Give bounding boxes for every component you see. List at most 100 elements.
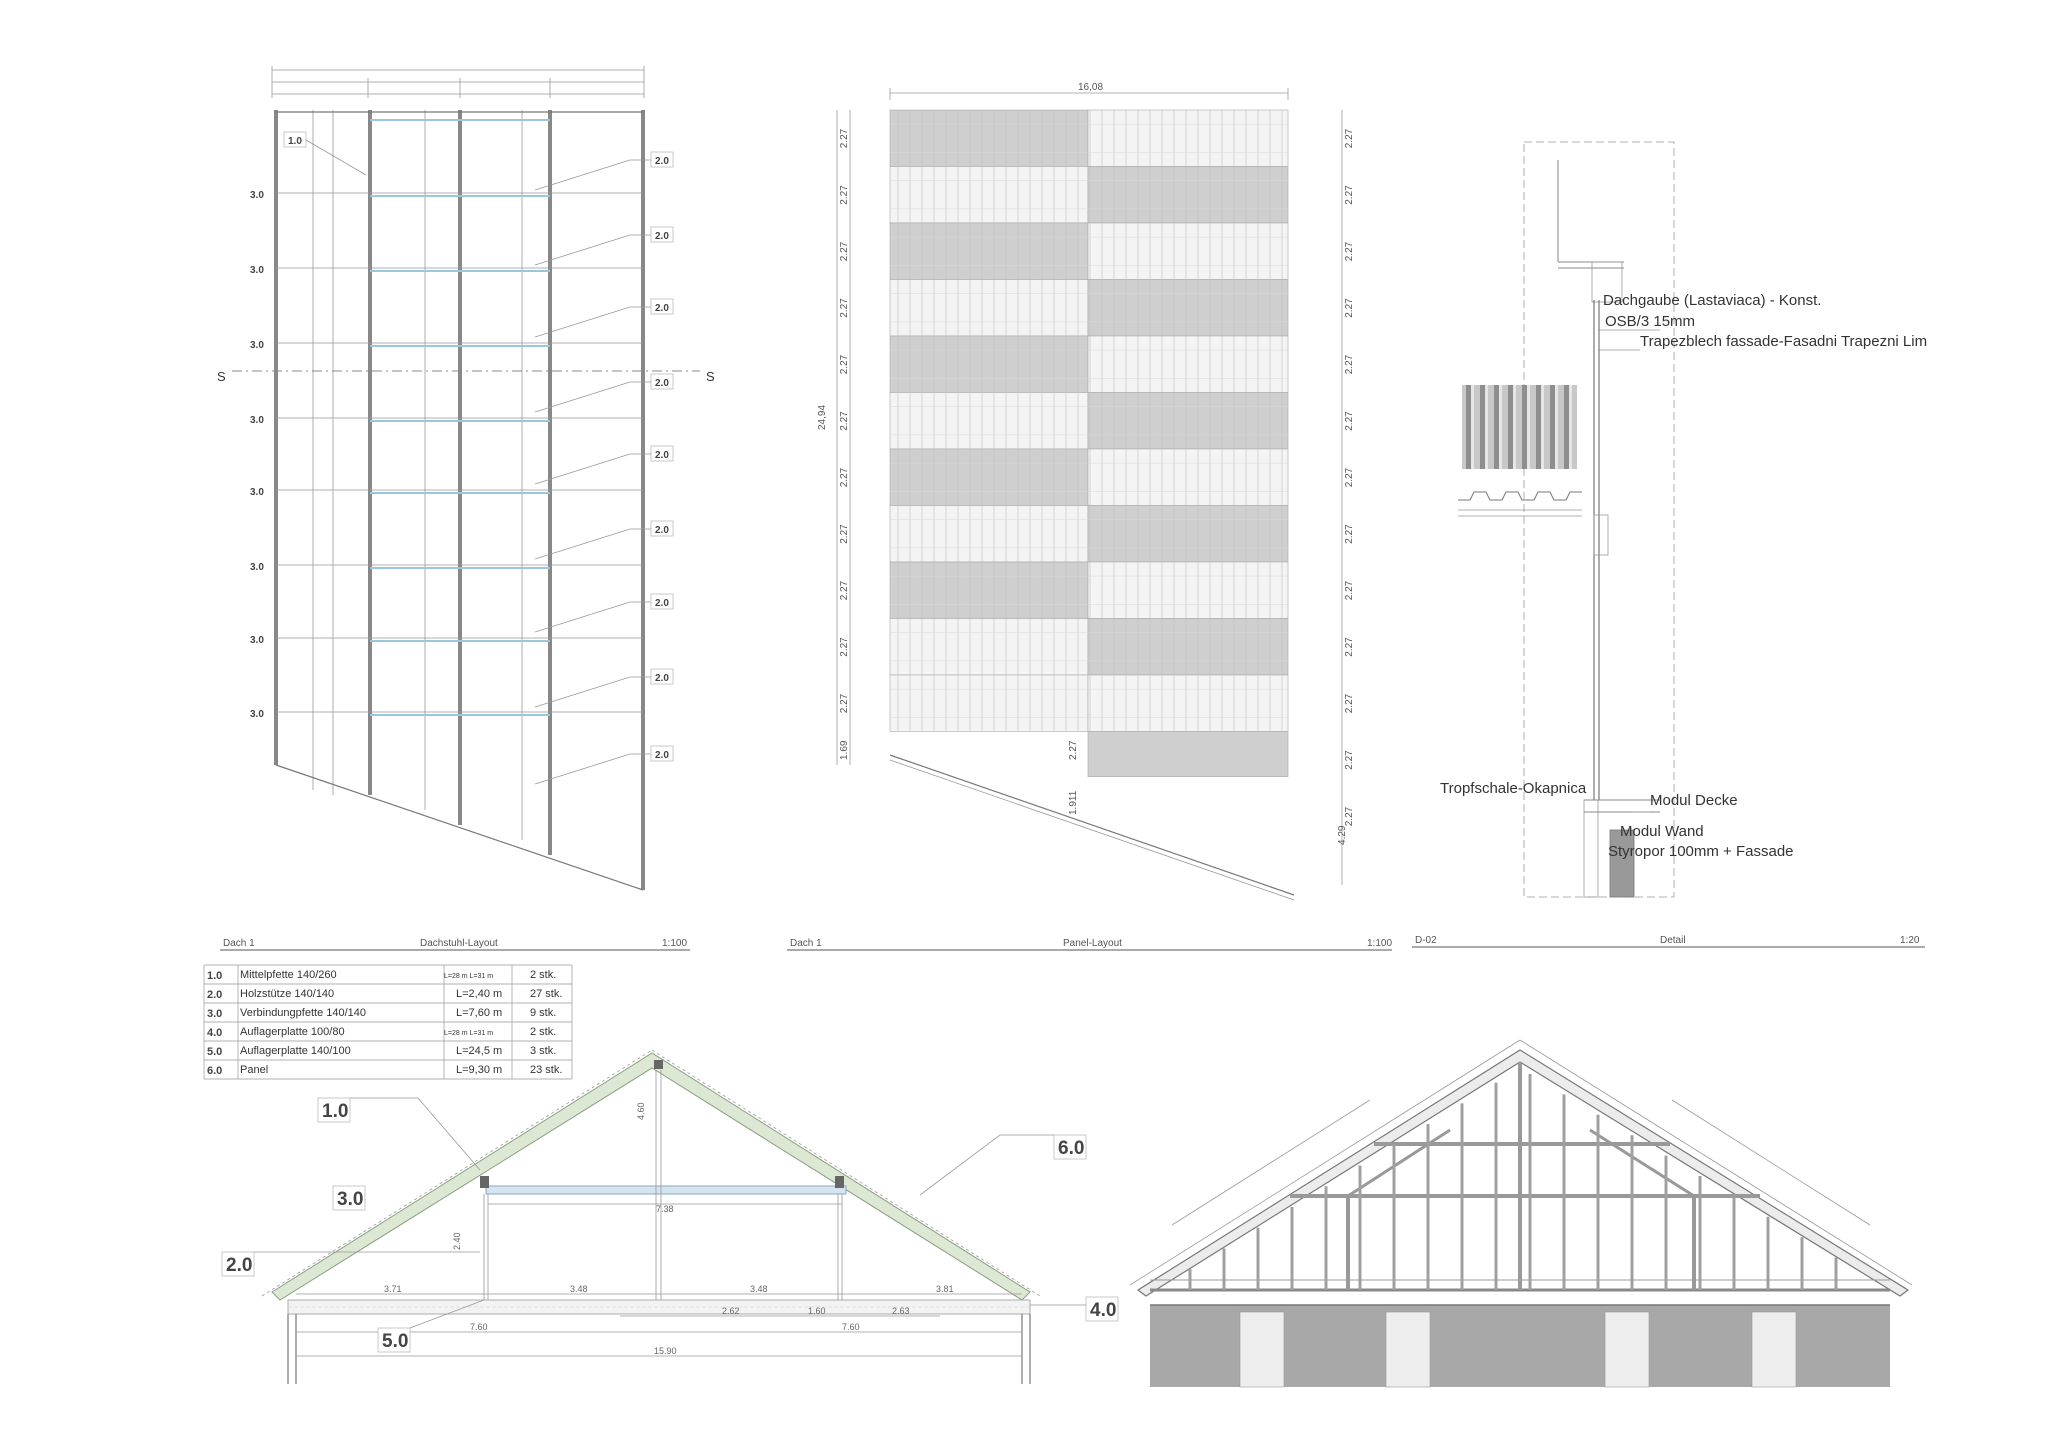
panel-row-dim-right: 2.27: [1344, 806, 1355, 826]
dim-total: 15.90: [654, 1346, 677, 1356]
table-row-num: 5.0: [207, 1046, 222, 1058]
panel-row-dim-left: 2.27: [839, 298, 850, 318]
table-row-name: Auflagerplatte 100/80: [240, 1026, 345, 1038]
dim-bottom: 3.81: [936, 1284, 954, 1294]
panel-row-dim-left: 2.27: [839, 637, 850, 657]
panel-row-dim-right: 2.27: [1344, 298, 1355, 318]
panel-row-dim-right: 2.27: [1344, 750, 1355, 770]
title-dachstuhl-layout: Dachstuhl-Layout: [420, 938, 498, 949]
panel-row-dim-right: 2.27: [1344, 524, 1355, 544]
label-tropfschale: Tropfschale-Okapnica: [1440, 780, 1587, 797]
label-modul-decke: Modul Decke: [1650, 792, 1738, 809]
table-row-num: 4.0: [207, 1027, 222, 1039]
detail-drawing: Dachgaube (Lastaviaca) - Konst. OSB/3 15…: [1412, 141, 1927, 948]
callout-2-plan: 2.0: [655, 303, 669, 314]
label-modul-wand: Modul Wand: [1620, 823, 1704, 840]
panel-row-dim-left: 2.27: [839, 693, 850, 713]
trapezblech-swatch: [1458, 385, 1582, 517]
callout-3-plan: 3.0: [250, 340, 264, 351]
panel-row-dim-left: 2.27: [839, 580, 850, 600]
panel-row-dim-right: 2.27: [1344, 580, 1355, 600]
dim-post: 2.40: [452, 1232, 462, 1250]
panel-row-dim-left: 2.27: [839, 241, 850, 261]
callout-5-section: 5.0: [382, 1331, 408, 1352]
label-dachgaube: Dachgaube (Lastaviaca) - Konst.: [1603, 292, 1821, 309]
panel-dim-bottom-left: 1.69: [839, 740, 850, 760]
title-detail: Detail: [1660, 935, 1686, 946]
table-row-length: L=9,30 m: [456, 1064, 502, 1076]
title-d02: D-02: [1415, 935, 1437, 946]
title-scale-detail: 1:20: [1900, 935, 1920, 946]
table-row-num: 2.0: [207, 989, 222, 1001]
table-row-qty: 27 stk.: [530, 988, 562, 1000]
dim-base: 1.60: [808, 1306, 826, 1316]
table-row-name: Auflagerplatte 140/100: [240, 1045, 351, 1057]
table-row-length: L=24,5 m: [456, 1045, 502, 1057]
panel-row-dim-right: 2.27: [1344, 354, 1355, 374]
panel-row-dim-left: 2.27: [839, 128, 850, 148]
panel-row-dim-right: 2.27: [1344, 693, 1355, 713]
dim-base: 2.62: [722, 1306, 740, 1316]
callout-2-plan: 2.0: [655, 750, 669, 761]
callout-3-plan: 3.0: [250, 635, 264, 646]
callout-3-plan: 3.0: [250, 562, 264, 573]
section-mark-left: S: [217, 369, 226, 384]
dim-span: 7.38: [656, 1204, 674, 1214]
panel-row-dim-left: 2.27: [839, 185, 850, 205]
callout-1-plan: 1.0: [288, 136, 302, 147]
panel-row-dim-left: 2.27: [839, 524, 850, 544]
label-styropor: Styropor 100mm + Fassade: [1608, 843, 1794, 860]
panel-layout-plan: 16,08 24,94 2.27 2.27 2.27 2.27 2.27 2.27 2.27…: [787, 82, 1392, 951]
callout-2-plan: 2.0: [655, 231, 669, 242]
table-row-num: 6.0: [207, 1065, 222, 1077]
table-row-name: Mittelpfette 140/260: [240, 969, 337, 981]
title-dach1-left: Dach 1: [223, 938, 255, 949]
table-row-length: L=2,40 m: [456, 988, 502, 1000]
callout-2-plan: 2.0: [655, 450, 669, 461]
panel-top-dim: 16,08: [1078, 82, 1103, 93]
panel-row-dim-right: 2.27: [1344, 467, 1355, 487]
panel-row-dim-right: 2.27: [1344, 411, 1355, 431]
panel-row-dim-right: 2.27: [1344, 128, 1355, 148]
section-mark-right: S: [706, 369, 715, 384]
table-row-qty: 3 stk.: [530, 1045, 556, 1057]
table-row-qty: 2 stk.: [530, 1026, 556, 1038]
title-scale-panel: 1:100: [1367, 938, 1392, 949]
label-trapezblech: Trapezblech fassade-Fasadni Trapezni Lim: [1640, 333, 1927, 350]
table-row-length: L=28 m L=31 m: [444, 973, 493, 980]
gable-elevation: [1129, 1039, 1913, 1388]
table-row-name: Panel: [240, 1064, 268, 1076]
panel-left-total-dim: 24,94: [817, 405, 828, 430]
callout-3-plan: 3.0: [250, 190, 264, 201]
callout-6-section: 6.0: [1058, 1138, 1084, 1159]
panel-row-dim-right: 2.27: [1344, 185, 1355, 205]
dim-base: 2.63: [892, 1306, 910, 1316]
callout-2-plan: 2.0: [655, 525, 669, 536]
label-osb: OSB/3 15mm: [1605, 313, 1695, 330]
callout-1-section: 1.0: [322, 1101, 348, 1122]
panel-dim-bottom-small: 1.911: [1068, 790, 1079, 815]
title-dach1-middle: Dach 1: [790, 938, 822, 949]
table-row-qty: 2 stk.: [530, 969, 556, 981]
title-scale-dachstuhl: 1:100: [662, 938, 687, 949]
table-row-length: L=28 m L=31 m: [444, 1030, 493, 1037]
panel-dim-bottom-right: 4.29: [1337, 825, 1348, 845]
table-row-qty: 23 stk.: [530, 1064, 562, 1076]
callout-3-plan: 3.0: [250, 709, 264, 720]
callout-2-plan: 2.0: [655, 673, 669, 684]
panel-row-dim-right: 2.27: [1344, 637, 1355, 657]
callout-2-plan: 2.0: [655, 378, 669, 389]
table-row-num: 3.0: [207, 1008, 222, 1020]
panel-row-dim-left: 2.27: [839, 411, 850, 431]
callout-4-section: 4.0: [1090, 1300, 1116, 1321]
panel-row-dim-left: 2.27: [839, 354, 850, 374]
dim-bottom: 3.48: [570, 1284, 588, 1294]
panel-dim-bottom-mid: 2.27: [1068, 740, 1079, 760]
table-row-qty: 9 stk.: [530, 1007, 556, 1019]
panel-row-dim-right: 2.27: [1344, 241, 1355, 261]
table-row-name: Holzstütze 140/140: [240, 988, 334, 1000]
dim-bottom: 3.48: [750, 1284, 768, 1294]
